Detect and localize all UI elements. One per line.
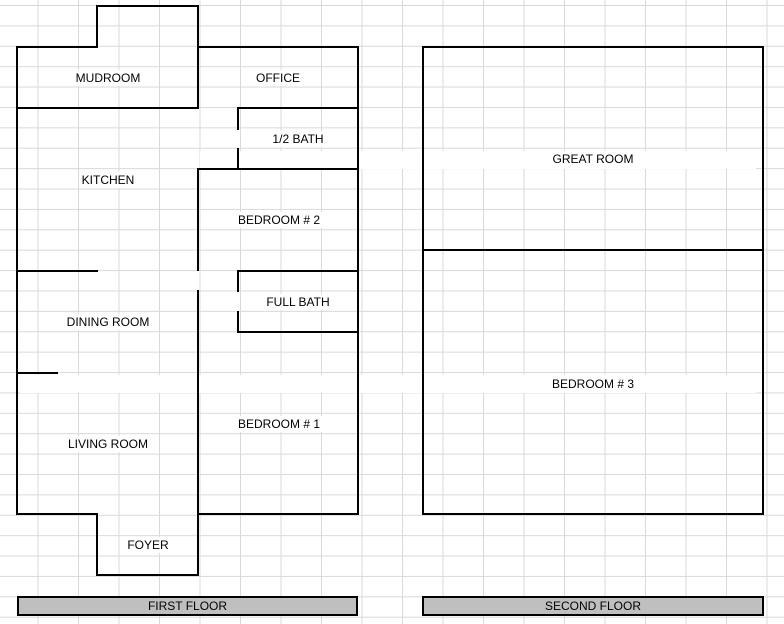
room-label-half-bath: 1/2 BATH [270,131,326,147]
room-label-bedroom-3: BEDROOM # 3 [549,376,637,392]
room-label-kitchen: KITCHEN [79,172,137,188]
room-label-mudroom: MUDROOM [73,70,143,86]
room-label-foyer: FOYER [125,537,171,553]
room-label-great-room: GREAT ROOM [550,151,636,167]
room-label-office: OFFICE [254,70,302,86]
room-label-full-bath: FULL BATH [264,294,332,310]
room-label-living-room: LIVING ROOM [65,436,151,452]
second-floor-title: SECOND FLOOR [422,596,764,616]
wall [422,46,764,515]
room-label-dining-room: DINING ROOM [64,314,152,330]
first-floor-title: FIRST FLOOR [17,596,358,616]
room-label-bedroom-1: BEDROOM # 1 [235,416,323,432]
room-label-bedroom-2: BEDROOM # 2 [235,212,323,228]
